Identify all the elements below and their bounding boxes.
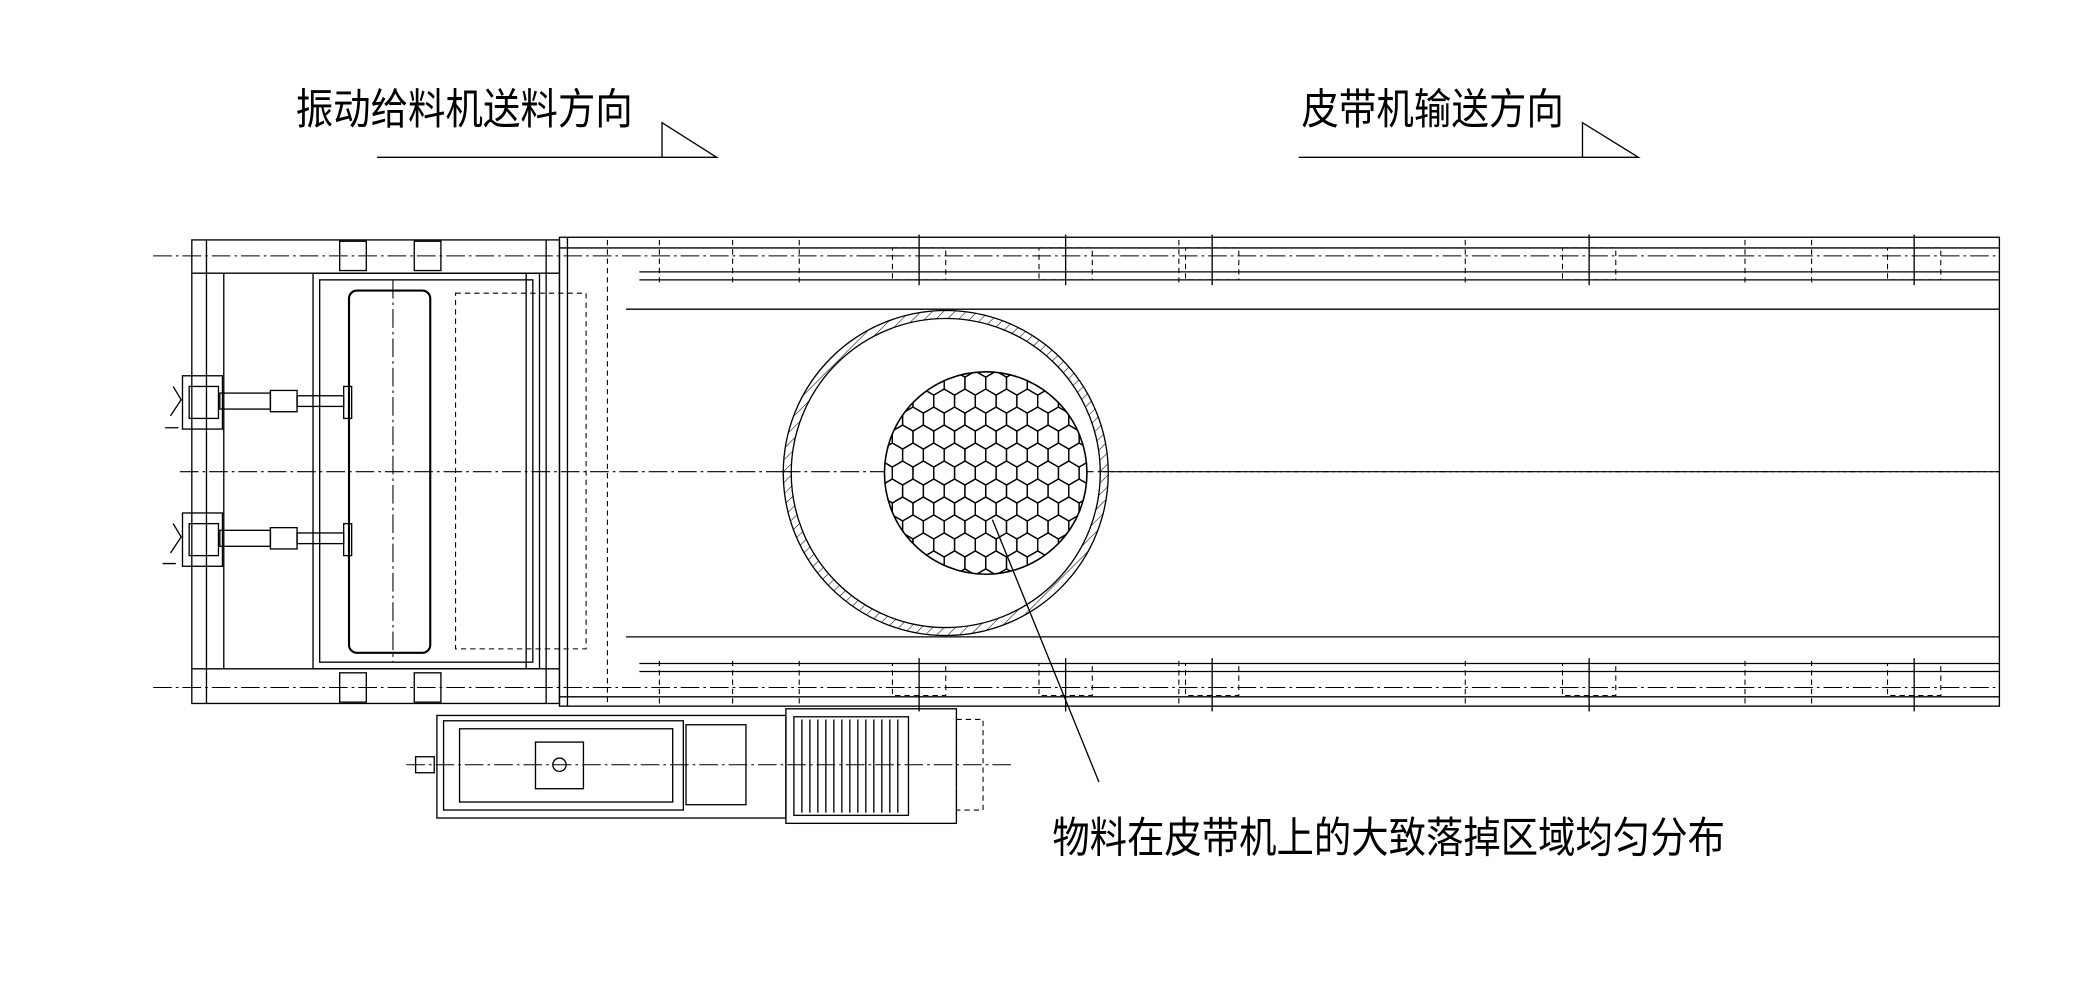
drive-unit	[406, 708, 1013, 825]
hex-cell	[1110, 371, 1131, 395]
direction-arrow-icon	[376, 121, 719, 158]
conveyor-direction-label: 皮带机输送方向	[1301, 85, 1563, 135]
belt-conveyor	[153, 234, 2001, 712]
hex-cell	[1110, 407, 1131, 431]
hex-cell	[1110, 479, 1131, 503]
vibration-motor-upper	[165, 375, 353, 430]
hex-cell	[1078, 568, 1087, 575]
hex-cell	[1110, 515, 1131, 539]
hex-cell	[1078, 496, 1087, 522]
direction-arrow-icon	[1298, 121, 1641, 158]
hex-cell	[1078, 371, 1087, 378]
hex-cell	[1110, 551, 1131, 575]
hex-cell	[1078, 460, 1087, 486]
hex-cell	[1100, 569, 1121, 593]
conveyor-direction-indicator: 皮带机输送方向	[1298, 85, 1641, 158]
hex-cell	[1100, 389, 1121, 413]
vibration-motor-lower	[162, 512, 353, 567]
feeder-direction-label: 振动给料机送料方向	[296, 85, 633, 135]
hex-cell	[1110, 443, 1131, 467]
hex-cell	[1100, 533, 1121, 557]
hex-cell	[1089, 551, 1110, 575]
hex-cell	[1100, 353, 1121, 377]
leader-line	[991, 519, 1100, 783]
hex-cell	[1089, 371, 1110, 395]
feeder-direction-indicator: 振动给料机送料方向	[296, 85, 719, 158]
material-area-note: 物料在皮带机上的大致落掉区域均匀分布	[1052, 814, 1725, 864]
